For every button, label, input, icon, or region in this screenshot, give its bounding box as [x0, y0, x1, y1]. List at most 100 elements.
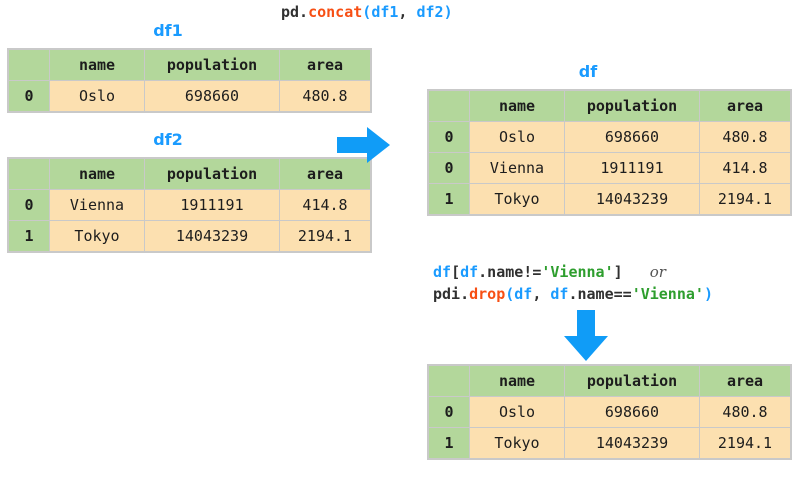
df-filtered-row1-area: 2194.1 [699, 427, 791, 459]
df-filtered-row0-name: Oslo [469, 396, 565, 428]
df2-row0-population: 1911191 [144, 189, 280, 221]
table-row: 0 Oslo 698660 480.8 [428, 396, 791, 428]
df-row2-name: Tokyo [469, 183, 565, 215]
df-filtered-row1-name: Tokyo [469, 427, 565, 459]
df-col-population: population [564, 90, 700, 122]
df-caption: df [578, 62, 598, 81]
df2-header-row: name population area [8, 158, 371, 190]
df-header-row: name population area [428, 90, 791, 122]
df2-row0-name: Vienna [49, 189, 145, 221]
df-table-body: 0 Oslo 698660 480.8 0 Vienna 1911191 414… [428, 121, 791, 215]
df-filtered-row0-index: 0 [428, 396, 470, 428]
df1-header-row: name population area [8, 49, 371, 81]
df-filtered-col-population: population [564, 365, 700, 397]
code-token: , [532, 285, 551, 303]
df-row1-population: 1911191 [564, 152, 700, 184]
df-row1-index: 0 [428, 152, 470, 184]
df-filtered-row1-index: 1 [428, 427, 470, 459]
code-token: ] [613, 263, 623, 281]
df1-col-population: population [144, 49, 280, 81]
df-row0-population: 698660 [564, 121, 700, 153]
df2-col-name: name [49, 158, 145, 190]
df1-col-index [8, 49, 50, 81]
df-row2-area: 2194.1 [699, 183, 791, 215]
df1-col-name: name [49, 49, 145, 81]
code-token: , [398, 3, 417, 21]
df-filtered-row0-population: 698660 [564, 396, 700, 428]
code-token: df [514, 285, 533, 303]
df1-row0-index: 0 [8, 80, 50, 112]
df2-row1-population: 14043239 [144, 220, 280, 252]
table-row: 1 Tokyo 14043239 2194.1 [428, 183, 791, 215]
df2-row1-index: 1 [8, 220, 50, 252]
df-filtered-row0-area: 480.8 [699, 396, 791, 428]
code-token: concat [308, 3, 363, 21]
table-row: 0 Vienna 1911191 414.8 [8, 189, 371, 221]
df1-col-area: area [279, 49, 371, 81]
df2-row0-index: 0 [8, 189, 50, 221]
df1-row0-area: 480.8 [279, 80, 371, 112]
df-filtered-col-area: area [699, 365, 791, 397]
df-col-index [428, 90, 470, 122]
code-token: ) [443, 3, 453, 21]
code-token: df [460, 263, 479, 281]
code-token: ( [362, 3, 372, 21]
code-token: df1 [371, 3, 399, 21]
code-token: ( [505, 285, 515, 303]
df1-table-body: 0 Oslo 698660 480.8 [8, 80, 371, 112]
df-table: name population area 0 Oslo 698660 480.8… [428, 90, 791, 215]
df2-col-index [8, 158, 50, 190]
df2-table-body: 0 Vienna 1911191 414.8 1 Tokyo 14043239 … [8, 189, 371, 252]
drop-arrow-down-icon [563, 310, 609, 362]
df-row1-name: Vienna [469, 152, 565, 184]
table-row: 1 Tokyo 14043239 2194.1 [8, 220, 371, 252]
df-filtered-col-name: name [469, 365, 565, 397]
df2-row0-area: 414.8 [279, 189, 371, 221]
concat-arrow-right-icon [337, 125, 391, 165]
df1-row0-name: Oslo [49, 80, 145, 112]
df1-table: name population area 0 Oslo 698660 480.8 [8, 49, 371, 112]
code-token: 'Vienna' [541, 263, 614, 281]
code-token: [ [451, 263, 461, 281]
filter-code-line-1: df[df.name!='Vienna'] or [433, 263, 666, 281]
df-filtered-row1-population: 14043239 [564, 427, 700, 459]
code-token: df [433, 263, 452, 281]
df-row2-population: 14043239 [564, 183, 700, 215]
df-row0-area: 480.8 [699, 121, 791, 153]
df-col-name: name [469, 90, 565, 122]
df2-row1-name: Tokyo [49, 220, 145, 252]
table-row: 0 Oslo 698660 480.8 [8, 80, 371, 112]
code-token: ) [703, 285, 713, 303]
code-token: df2 [416, 3, 444, 21]
df2-row1-area: 2194.1 [279, 220, 371, 252]
df-filtered-table-body: 0 Oslo 698660 480.8 1 Tokyo 14043239 219… [428, 396, 791, 459]
df-row1-area: 414.8 [699, 152, 791, 184]
df-row0-index: 0 [428, 121, 470, 153]
df-row2-index: 1 [428, 183, 470, 215]
table-row: 0 Vienna 1911191 414.8 [428, 152, 791, 184]
code-token: pdi. [433, 285, 470, 303]
df-filtered-col-index [428, 365, 470, 397]
df1-row0-population: 698660 [144, 80, 280, 112]
df2-table: name population area 0 Vienna 1911191 41… [8, 158, 371, 252]
df2-table-head: name population area [8, 158, 371, 190]
code-token: pd. [281, 3, 309, 21]
df-row0-name: Oslo [469, 121, 565, 153]
code-token [623, 263, 650, 281]
df-col-area: area [699, 90, 791, 122]
df-filtered-table-head: name population area [428, 365, 791, 397]
code-token: or [649, 263, 666, 281]
table-row: 0 Oslo 698660 480.8 [428, 121, 791, 153]
concat-code-expression: pd.concat(df1, df2) [281, 3, 453, 21]
code-token: df [550, 285, 569, 303]
filter-code-line-2: pdi.drop(df, df.name=='Vienna') [433, 285, 713, 303]
df2-caption: df2 [153, 130, 183, 149]
df2-col-population: population [144, 158, 280, 190]
df2-col-area: area [279, 158, 371, 190]
table-row: 1 Tokyo 14043239 2194.1 [428, 427, 791, 459]
df-table-head: name population area [428, 90, 791, 122]
code-token: .name!= [478, 263, 542, 281]
code-token: 'Vienna' [631, 285, 704, 303]
df-filtered-header-row: name population area [428, 365, 791, 397]
df1-table-head: name population area [8, 49, 371, 81]
